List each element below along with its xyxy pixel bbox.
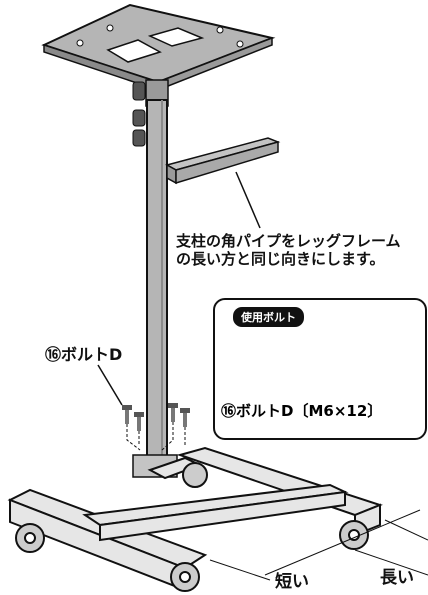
instruction-leader [235,171,261,229]
instruction-text: 支柱の角パイプをレッグフレーム の長い方と同じ向きにします。 [176,232,401,268]
casters [15,462,369,592]
bolt-spec: ⑯ボルトD〔M6×12〕 [221,402,383,420]
long-side-label: 長い [380,568,414,588]
bolt-badge: 使用ボルト [233,307,304,327]
support-pole [146,99,168,461]
short-side-label: 短い [275,572,309,592]
bolt-callout-label: ⑯ボルトD [45,345,123,364]
instruction-line-1: 支柱の角パイプをレッグフレーム [176,232,401,250]
bolts-d [122,403,190,451]
bolt-leader [97,364,123,406]
dimension-lines [209,509,428,581]
projector-plate [41,3,276,92]
bolt-detail-box: 使用ボルト ⑯ボルトD〔M6×12〕 [213,298,427,440]
leg-frame [7,446,383,592]
side-arm [165,137,281,185]
instruction-line-2: の長い方と同じ向きにします。 [176,250,385,268]
